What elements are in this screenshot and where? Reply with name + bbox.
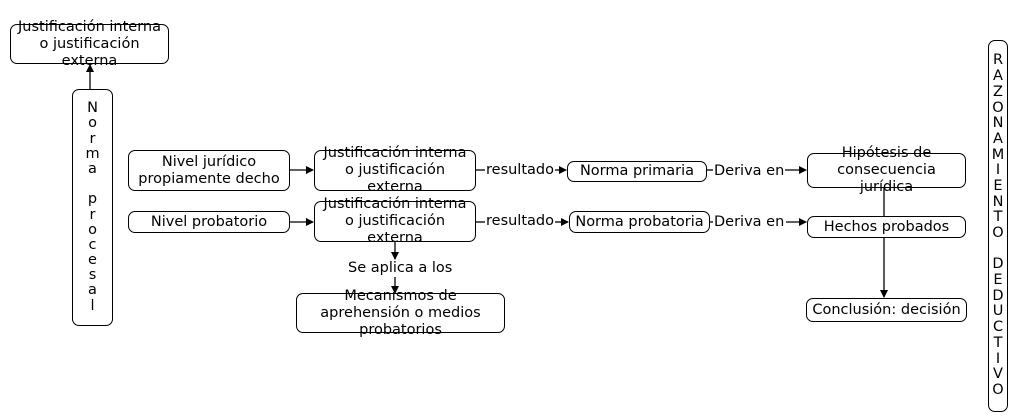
vertical-letter: a bbox=[88, 282, 97, 299]
vertical-letter: p bbox=[87, 191, 98, 208]
vertical-letter: m bbox=[85, 145, 100, 162]
vertical-letter: D bbox=[992, 256, 1004, 273]
se-aplica-label: Se aplica a los bbox=[347, 260, 454, 277]
vertical-letter bbox=[90, 177, 95, 192]
vertical-letter: a bbox=[88, 160, 97, 177]
vertical-letter: O bbox=[992, 381, 1004, 398]
vertical-letter: N bbox=[87, 100, 98, 117]
deriva-label-2: Deriva en bbox=[713, 214, 786, 231]
vertical-letter: T bbox=[993, 334, 1003, 351]
vertical-letter: I bbox=[995, 350, 1001, 367]
vertical-letter: e bbox=[88, 252, 97, 269]
resultado-label-2: resultado bbox=[485, 213, 555, 230]
vertical-letter: R bbox=[992, 52, 1004, 69]
nivel-probatorio-box: Nivel probatorio bbox=[128, 211, 290, 233]
vertical-letter: N bbox=[992, 193, 1004, 210]
vertical-letter: o bbox=[88, 221, 97, 238]
vertical-letter: A bbox=[993, 130, 1003, 147]
vertical-letter: l bbox=[90, 297, 95, 314]
mecanismos-box: Mecanismos de aprehensión o medios proba… bbox=[296, 288, 505, 338]
vertical-letter: Z bbox=[993, 83, 1003, 100]
vertical-letter: C bbox=[992, 319, 1004, 336]
vertical-letter: U bbox=[992, 303, 1004, 320]
vertical-letter: I bbox=[995, 162, 1001, 179]
vertical-letter: r bbox=[89, 130, 96, 147]
justificacion-box-1: Justificación interna o justificación ex… bbox=[314, 145, 476, 195]
vertical-letter: o bbox=[88, 115, 97, 132]
vertical-letter: E bbox=[993, 272, 1003, 289]
vertical-letter: V bbox=[993, 366, 1003, 383]
conclusion-box: Conclusión: decisión bbox=[806, 298, 967, 322]
vertical-letter: D bbox=[992, 287, 1004, 304]
resultado-label-1: resultado bbox=[485, 162, 555, 179]
deriva-label-1: Deriva en bbox=[713, 163, 786, 180]
vertical-letter: E bbox=[993, 177, 1003, 194]
vertical-letter bbox=[996, 242, 1001, 258]
vertical-letter: A bbox=[993, 68, 1003, 85]
vertical-letter: O bbox=[992, 99, 1004, 116]
vertical-letter: s bbox=[88, 267, 97, 284]
norma-probatoria-box: Norma probatoria bbox=[569, 211, 710, 233]
vertical-letter: O bbox=[992, 225, 1004, 241]
vertical-letter: M bbox=[991, 146, 1005, 163]
vertical-letter: c bbox=[88, 236, 97, 253]
hechos-probados-box: Hechos probados bbox=[807, 216, 966, 238]
justificacion-box-2: Justificación interna o justificación ex… bbox=[314, 196, 476, 246]
hipotesis-box: Hipótesis de consecuencia jurídica bbox=[807, 145, 966, 195]
vertical-letter: T bbox=[993, 209, 1003, 226]
vertical-letter: r bbox=[89, 206, 96, 223]
nivel-juridico-box: Nivel jurídico propiamente decho bbox=[128, 150, 290, 191]
vertical-letter: N bbox=[992, 115, 1004, 132]
norma-primaria-box: Norma primaria bbox=[567, 161, 707, 182]
top-justificacion-box: Justificación interna o justificación ex… bbox=[10, 19, 169, 69]
